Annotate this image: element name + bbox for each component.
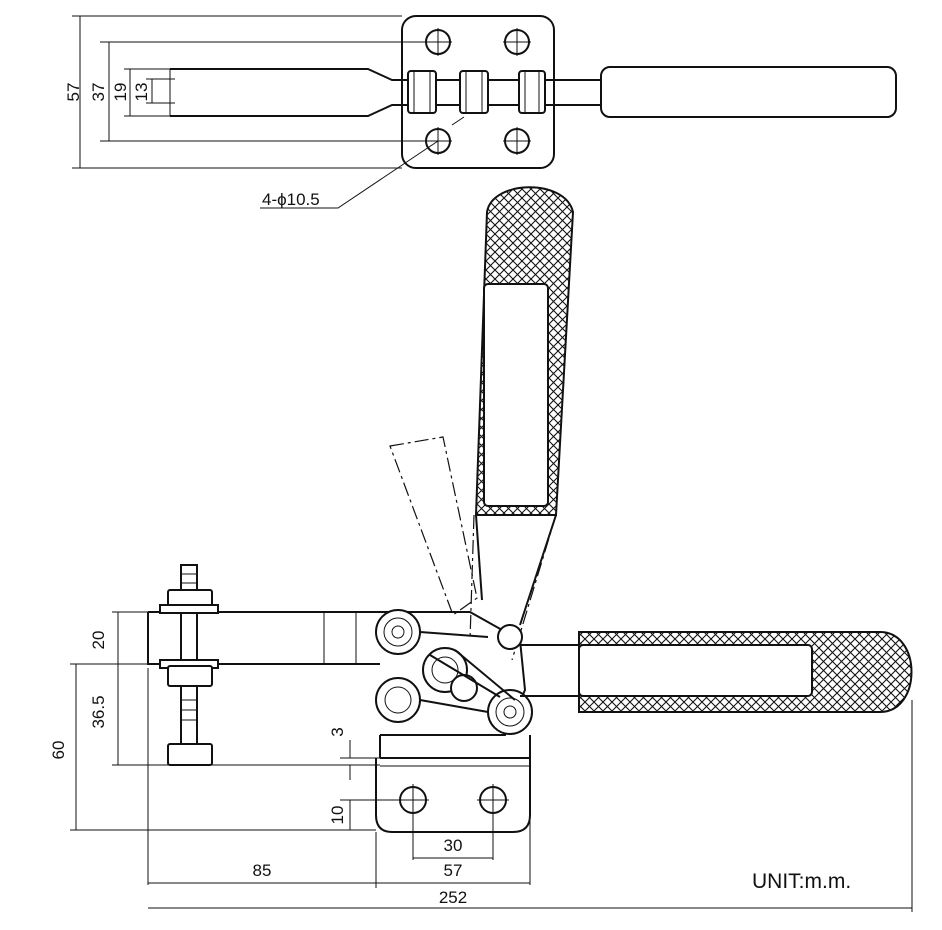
top-view-base-plate — [401, 15, 555, 169]
top-view-dimensions: 57 37 19 13 4-ϕ10.5 — [64, 15, 465, 209]
dim-10: 10 — [328, 806, 347, 825]
hole-callout: 4-ϕ10.5 — [262, 190, 320, 209]
side-view-dimensions: 20 36.5 60 3 10 30 57 85 252 — [49, 611, 913, 912]
dim-13: 13 — [132, 83, 151, 102]
top-view-pivot-bushings — [407, 70, 546, 114]
unit-label: UNIT:m.m. — [752, 870, 851, 893]
dim-37: 37 — [89, 83, 108, 102]
dim-57-top: 57 — [64, 83, 83, 102]
dim-85: 85 — [253, 861, 272, 880]
top-view-arm — [170, 68, 600, 117]
linkage-pins — [375, 609, 533, 735]
dim-30: 30 — [444, 836, 463, 855]
dim-3: 3 — [328, 727, 347, 736]
phantom-lever — [389, 436, 478, 616]
dim-60: 60 — [49, 741, 68, 760]
spindle — [159, 564, 219, 766]
dim-20: 20 — [89, 631, 108, 650]
dim-57-base: 57 — [444, 861, 463, 880]
top-view-bolt-holes — [424, 28, 531, 155]
horizontal-handle-slot — [578, 644, 813, 697]
side-view: 20 36.5 60 3 10 30 57 85 252 UNIT:m.m. — [49, 186, 913, 912]
dim-252: 252 — [439, 888, 467, 907]
top-view-handle — [600, 66, 897, 118]
clamp-arm — [147, 611, 380, 665]
linkage-body — [380, 611, 527, 736]
top-view: 57 37 19 13 4-ϕ10.5 — [64, 15, 897, 209]
upright-handle-slot — [483, 283, 549, 507]
base-plate — [375, 735, 531, 833]
dim-36-5: 36.5 — [89, 695, 108, 728]
dim-19: 19 — [111, 83, 130, 102]
